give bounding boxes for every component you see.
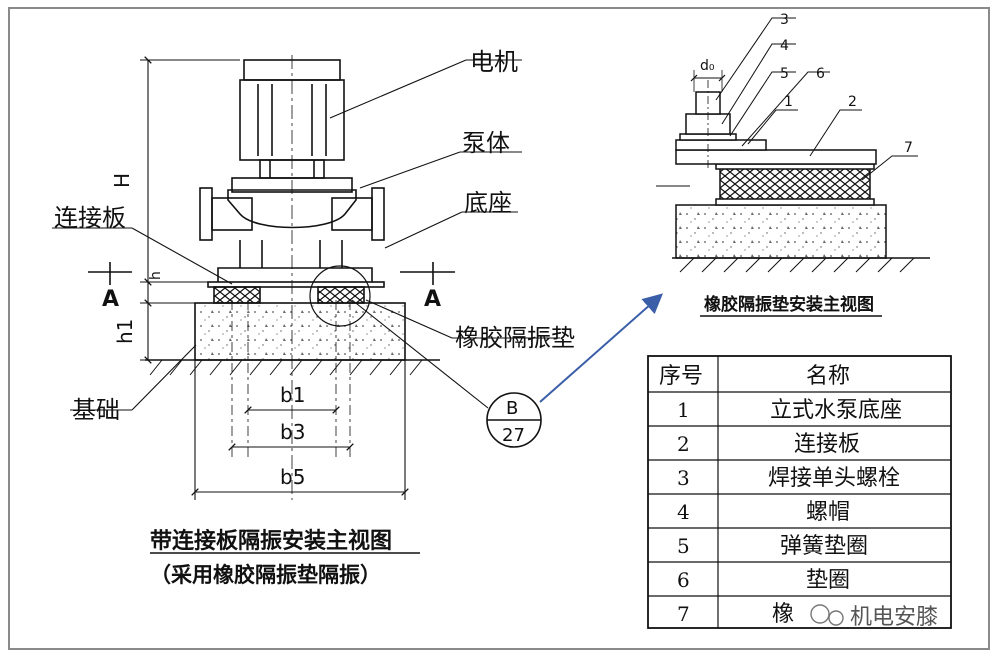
callout-6: 6 [816, 66, 825, 82]
left-dimensions [88, 56, 455, 500]
callout-7: 7 [904, 140, 913, 156]
rubber-pad-left [213, 286, 261, 304]
table-row-no: 5 [677, 534, 690, 558]
table-row-name: 立式水泵底座 [770, 398, 902, 423]
table-header-no: 序号 [659, 364, 703, 389]
callout-1: 1 [784, 94, 793, 110]
detail-connecting-plate [675, 149, 877, 165]
callout-3: 3 [780, 12, 789, 28]
dim-H: H [110, 173, 134, 188]
detail-circle [309, 265, 371, 327]
table-row-no: 4 [677, 500, 690, 524]
pump-base-shape [217, 267, 373, 282]
detail-arrow [539, 293, 663, 403]
dim-b1: b1 [280, 383, 305, 407]
table-row-no: 3 [677, 466, 690, 490]
dim-b5: b5 [280, 465, 305, 489]
table-row-name: 橡 [772, 602, 794, 627]
foundation-block [194, 302, 406, 361]
image-frame [8, 7, 990, 650]
table-row-name: 焊接单头螺栓 [768, 466, 900, 491]
section-mark-right: A [424, 287, 441, 312]
rubber-pad-detail-view [656, 17, 930, 317]
detail-rubber-pad [719, 167, 871, 201]
wechat-icon [810, 604, 830, 624]
table-row-no: 2 [677, 432, 690, 456]
label-connect-plate: 连接板 [54, 204, 126, 232]
table-row-name: 垫圈 [806, 568, 850, 593]
connecting-plate-shape [207, 281, 385, 288]
table-row-name: 连接板 [794, 432, 860, 457]
right-view-title: 橡胶隔振垫安装主视图 [704, 294, 874, 315]
table-row-no: 6 [677, 568, 690, 592]
label-foundation: 基础 [72, 396, 120, 424]
detail-ref-bottom: 27 [502, 425, 525, 446]
table-header-name: 名称 [806, 364, 850, 389]
dim-h1: h1 [113, 319, 137, 344]
watermark: 机电安膝 [810, 604, 938, 630]
left-assembly-view [145, 55, 440, 500]
dim-h: h [148, 271, 164, 280]
parts-table [647, 355, 952, 629]
dim-d0: d₀ [700, 58, 715, 74]
detail-reference [486, 392, 542, 448]
detail-base-plate [675, 139, 767, 151]
watermark-text: 机电安膝 [850, 605, 938, 630]
table-row-name: 螺帽 [806, 500, 850, 525]
detail-ref-top: B [506, 398, 518, 419]
left-view-subtitle: （采用橡胶隔振垫隔振） [150, 562, 381, 587]
callout-5: 5 [780, 66, 789, 82]
label-pump-body: 泵体 [462, 129, 510, 157]
section-mark-left: A [102, 287, 119, 312]
table-row-name: 弹簧垫圈 [780, 534, 868, 559]
ground-hatch [145, 359, 440, 376]
dim-b3: b3 [280, 420, 305, 444]
callout-4: 4 [780, 38, 789, 54]
callout-2: 2 [848, 94, 857, 110]
label-base: 底座 [464, 189, 512, 217]
motor-shape [239, 59, 345, 161]
table-row-no: 1 [677, 398, 690, 422]
detail-foundation [675, 204, 887, 259]
left-leaders [52, 59, 560, 554]
table-row-no: 7 [677, 602, 690, 626]
rubber-pad-right [317, 286, 365, 304]
label-rubber-pad: 橡胶隔振垫 [455, 324, 575, 352]
label-motor: 电机 [470, 48, 518, 76]
left-view-title: 带连接板隔振安装主视图 [150, 528, 392, 554]
